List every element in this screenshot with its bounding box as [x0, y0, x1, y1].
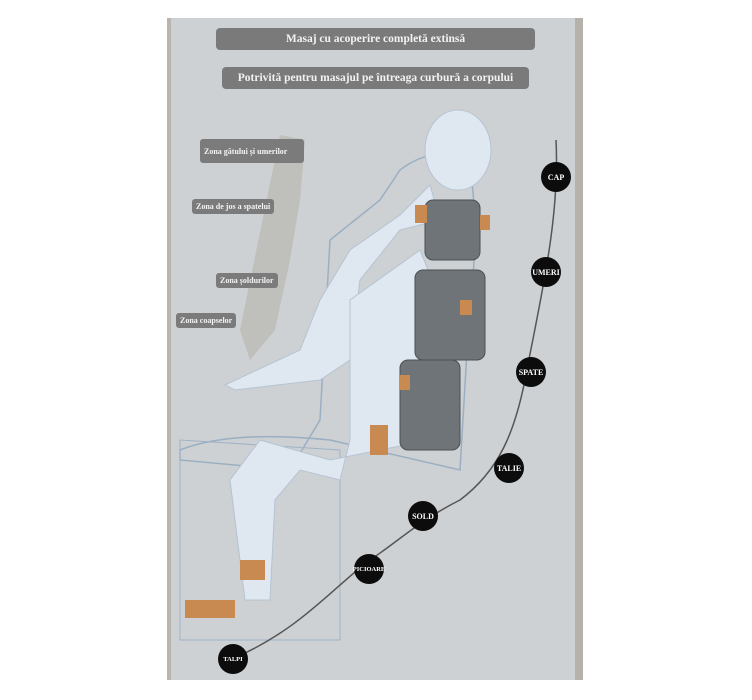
point-talie: TALIE [494, 453, 524, 483]
zone-hips: Zona șoldurilor [216, 273, 278, 288]
massage-rollers [185, 205, 490, 618]
zone-neck-shoulders: Zona gâtului și umerilor [200, 139, 304, 163]
point-picioare: PICIOARE [353, 554, 385, 584]
point-sold: SOLD [408, 501, 438, 531]
figure-arm-torso [223, 184, 441, 391]
point-umeri: UMERI [531, 257, 561, 287]
point-talpi: TALPI [218, 644, 248, 674]
subtitle-banner: Potrivită pentru masajul pe întreaga cur… [222, 67, 529, 89]
highlight-wedge [240, 135, 305, 360]
massage-mechanism [399, 199, 486, 451]
zone-thighs: Zona coapselor [176, 313, 237, 328]
figure-head [424, 109, 492, 191]
leg-rest-mesh [179, 439, 341, 641]
point-cap: CAP [541, 162, 571, 192]
title-banner: Masaj cu acoperire completă extinsă [216, 28, 535, 50]
zone-lower-back: Zona de jos a spatelui [192, 199, 275, 214]
point-spate: SPATE [516, 357, 546, 387]
